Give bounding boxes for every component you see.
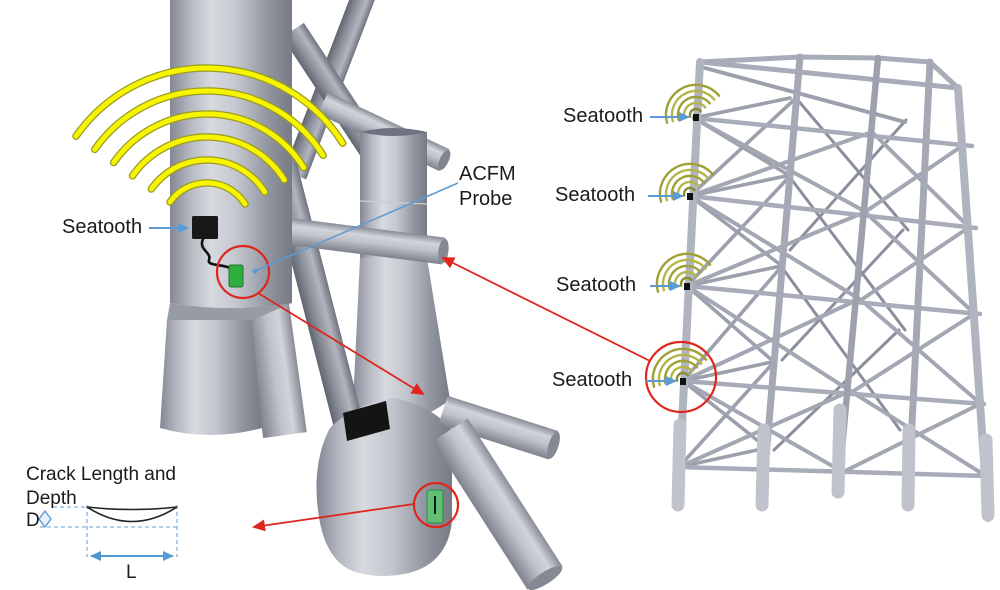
jacket-seatooth-label-3: Seatooth — [556, 274, 637, 296]
sensor-dot — [680, 378, 686, 385]
weld-closeup-view — [316, 395, 563, 590]
acfm-probe — [228, 264, 244, 288]
crack-profile — [86, 506, 178, 523]
jacket-structure — [671, 53, 995, 522]
sensor-highlight-circle — [644, 340, 718, 414]
joint-closeup-view — [72, 0, 459, 439]
seatooth-device — [192, 216, 218, 239]
chord-closeup-cylinder — [316, 398, 452, 576]
acfm-probe-closeup — [426, 489, 444, 524]
probe-cable — [200, 237, 232, 270]
sensor-dot — [693, 114, 699, 121]
jacket-sensors — [644, 83, 721, 414]
probe-highlight-circle — [215, 244, 271, 300]
crack-title-line2: Depth — [26, 488, 77, 509]
jacket-seatooth-label-1: Seatooth — [563, 105, 644, 127]
sensor-dot — [687, 193, 693, 200]
jacket-seatooth-label-4: Seatooth — [552, 369, 633, 391]
jacket-to-closeup-arrow — [441, 257, 651, 362]
crack-dimension-diagram — [38, 505, 178, 561]
seatooth-device-closeup — [343, 401, 390, 441]
right-brace-cylinder — [352, 128, 450, 428]
acfm-probe-label: ACFM Probe — [459, 163, 516, 210]
seatooth-label-detail: Seatooth — [62, 216, 143, 238]
sensor-dot — [684, 283, 690, 290]
signal-arcs-icon — [72, 64, 347, 208]
crack-title-line1: Crack Length and — [26, 464, 176, 485]
closeup-to-weld-arrow — [257, 292, 425, 396]
depth-diamond-marker — [38, 509, 52, 529]
crack-length-symbol: L — [126, 562, 137, 583]
acfm-leader-line — [252, 182, 459, 274]
crack-depth-symbol: D — [26, 510, 40, 531]
weld-to-crack-arrow — [252, 503, 415, 532]
jacket-seatooth-label-2: Seatooth — [555, 184, 636, 206]
crack-highlight-circle — [412, 481, 460, 529]
